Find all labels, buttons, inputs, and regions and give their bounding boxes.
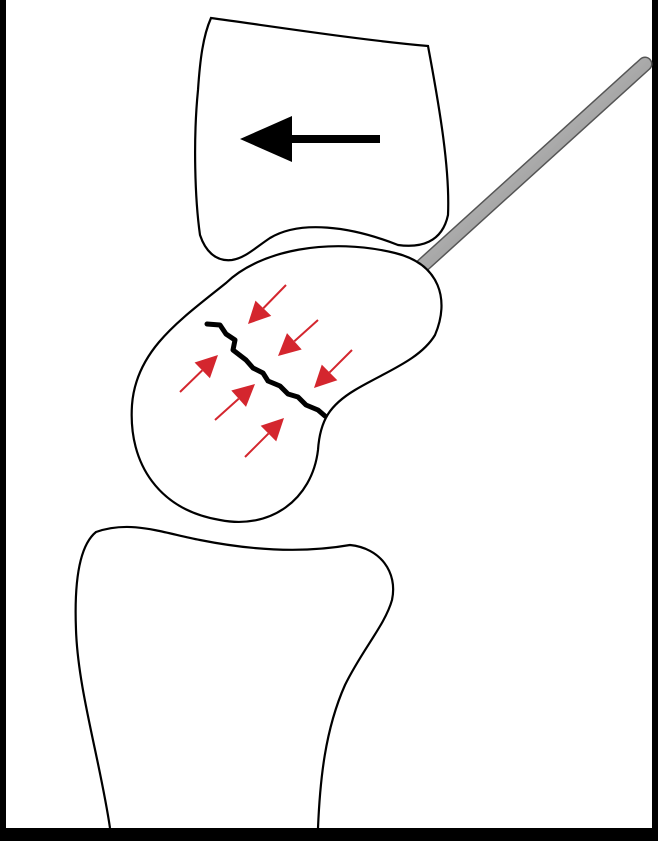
fracture-fixation-diagram [0, 0, 658, 841]
